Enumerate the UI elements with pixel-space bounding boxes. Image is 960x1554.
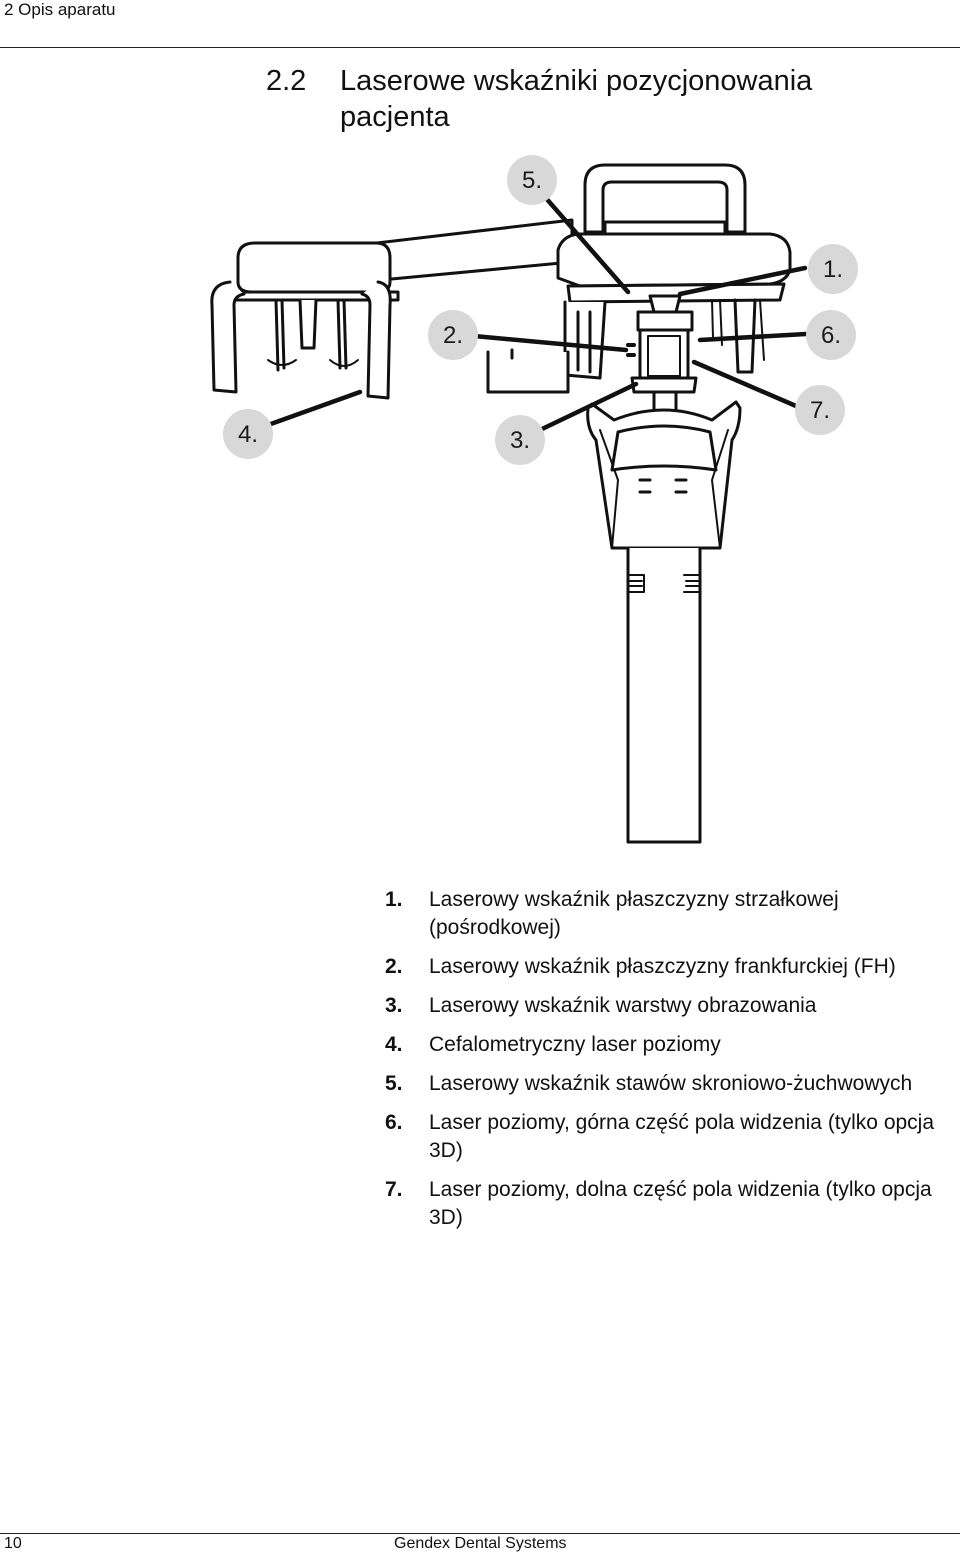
- legend-number: 7.: [385, 1178, 403, 1201]
- callout-label-2: 2.: [443, 322, 463, 349]
- callout-2: 2.: [428, 310, 478, 360]
- footer-rule: [0, 1533, 960, 1534]
- callout-1: 1.: [808, 244, 858, 294]
- callout-5: 5.: [507, 155, 557, 205]
- legend-number: 4.: [385, 1033, 403, 1056]
- running-header: 2 Opis aparatu: [4, 0, 116, 19]
- callout-4: 4.: [223, 409, 273, 459]
- callout-label-1: 1.: [823, 256, 843, 283]
- legend-text: Laserowy wskaźnik płaszczyzny frankfurck…: [429, 955, 896, 978]
- legend-number: 5.: [385, 1072, 403, 1095]
- callout-7: 7.: [795, 385, 845, 435]
- callout-3: 3.: [495, 415, 545, 465]
- section-number: 2.2: [266, 65, 307, 97]
- legend-text: Laser poziomy, górna część pola widzenia…: [429, 1111, 935, 1162]
- section-title: 2.2 Laserowe wskaźniki pozycjonowania pac…: [266, 63, 946, 135]
- legend-text: Laserowy wskaźnik płaszczyzny strzałkowe…: [429, 888, 839, 939]
- legend-text: Cefalometryczny laser poziomy: [429, 1033, 721, 1056]
- legend-item: 4. Cefalometryczny laser poziomy: [385, 1031, 960, 1059]
- legend-text: Laser poziomy, dolna część pola widzenia…: [429, 1178, 932, 1229]
- legend-number: 1.: [385, 888, 403, 911]
- callout-label-5: 5.: [522, 167, 542, 194]
- callout-label-7: 7.: [810, 397, 830, 424]
- header-rule: [0, 47, 960, 48]
- device-illustration: 5. 1. 2. 6. 4. 3. 7.: [210, 155, 858, 844]
- legend-item: 6. Laser poziomy, górna część pola widzen…: [385, 1109, 960, 1165]
- callout-label-3: 3.: [510, 427, 530, 454]
- legend-number: 6.: [385, 1111, 403, 1134]
- legend-text: Laserowy wskaźnik warstwy obrazowania: [429, 994, 817, 1017]
- callout-6: 6.: [806, 310, 856, 360]
- callout-label-4: 4.: [238, 421, 258, 448]
- footer-company: Gendex Dental Systems: [394, 1535, 567, 1552]
- legend-number: 3.: [385, 994, 403, 1017]
- callout-label-6: 6.: [821, 322, 841, 349]
- page-number: 10: [4, 1535, 22, 1552]
- legend-item: 2. Laserowy wskaźnik płaszczyzny frankfur…: [385, 953, 960, 981]
- legend-item: 1. Laserowy wskaźnik płaszczyzny strzałko…: [385, 886, 960, 942]
- section-title-line1: Laserowe wskaźniki pozycjonowania: [340, 65, 813, 97]
- legend-list: 1. Laserowy wskaźnik płaszczyzny strzałko…: [385, 886, 960, 1243]
- section-title-line2: pacjenta: [340, 101, 450, 133]
- legend-item: 3. Laserowy wskaźnik warstwy obrazowania: [385, 992, 960, 1020]
- legend-text: Laserowy wskaźnik stawów skroniowo-żuchw…: [429, 1072, 913, 1095]
- legend-item: 5. Laserowy wskaźnik stawów skroniowo-żuc…: [385, 1070, 960, 1098]
- legend-item: 7. Laser poziomy, dolna część pola widzen…: [385, 1176, 960, 1232]
- legend-number: 2.: [385, 955, 403, 978]
